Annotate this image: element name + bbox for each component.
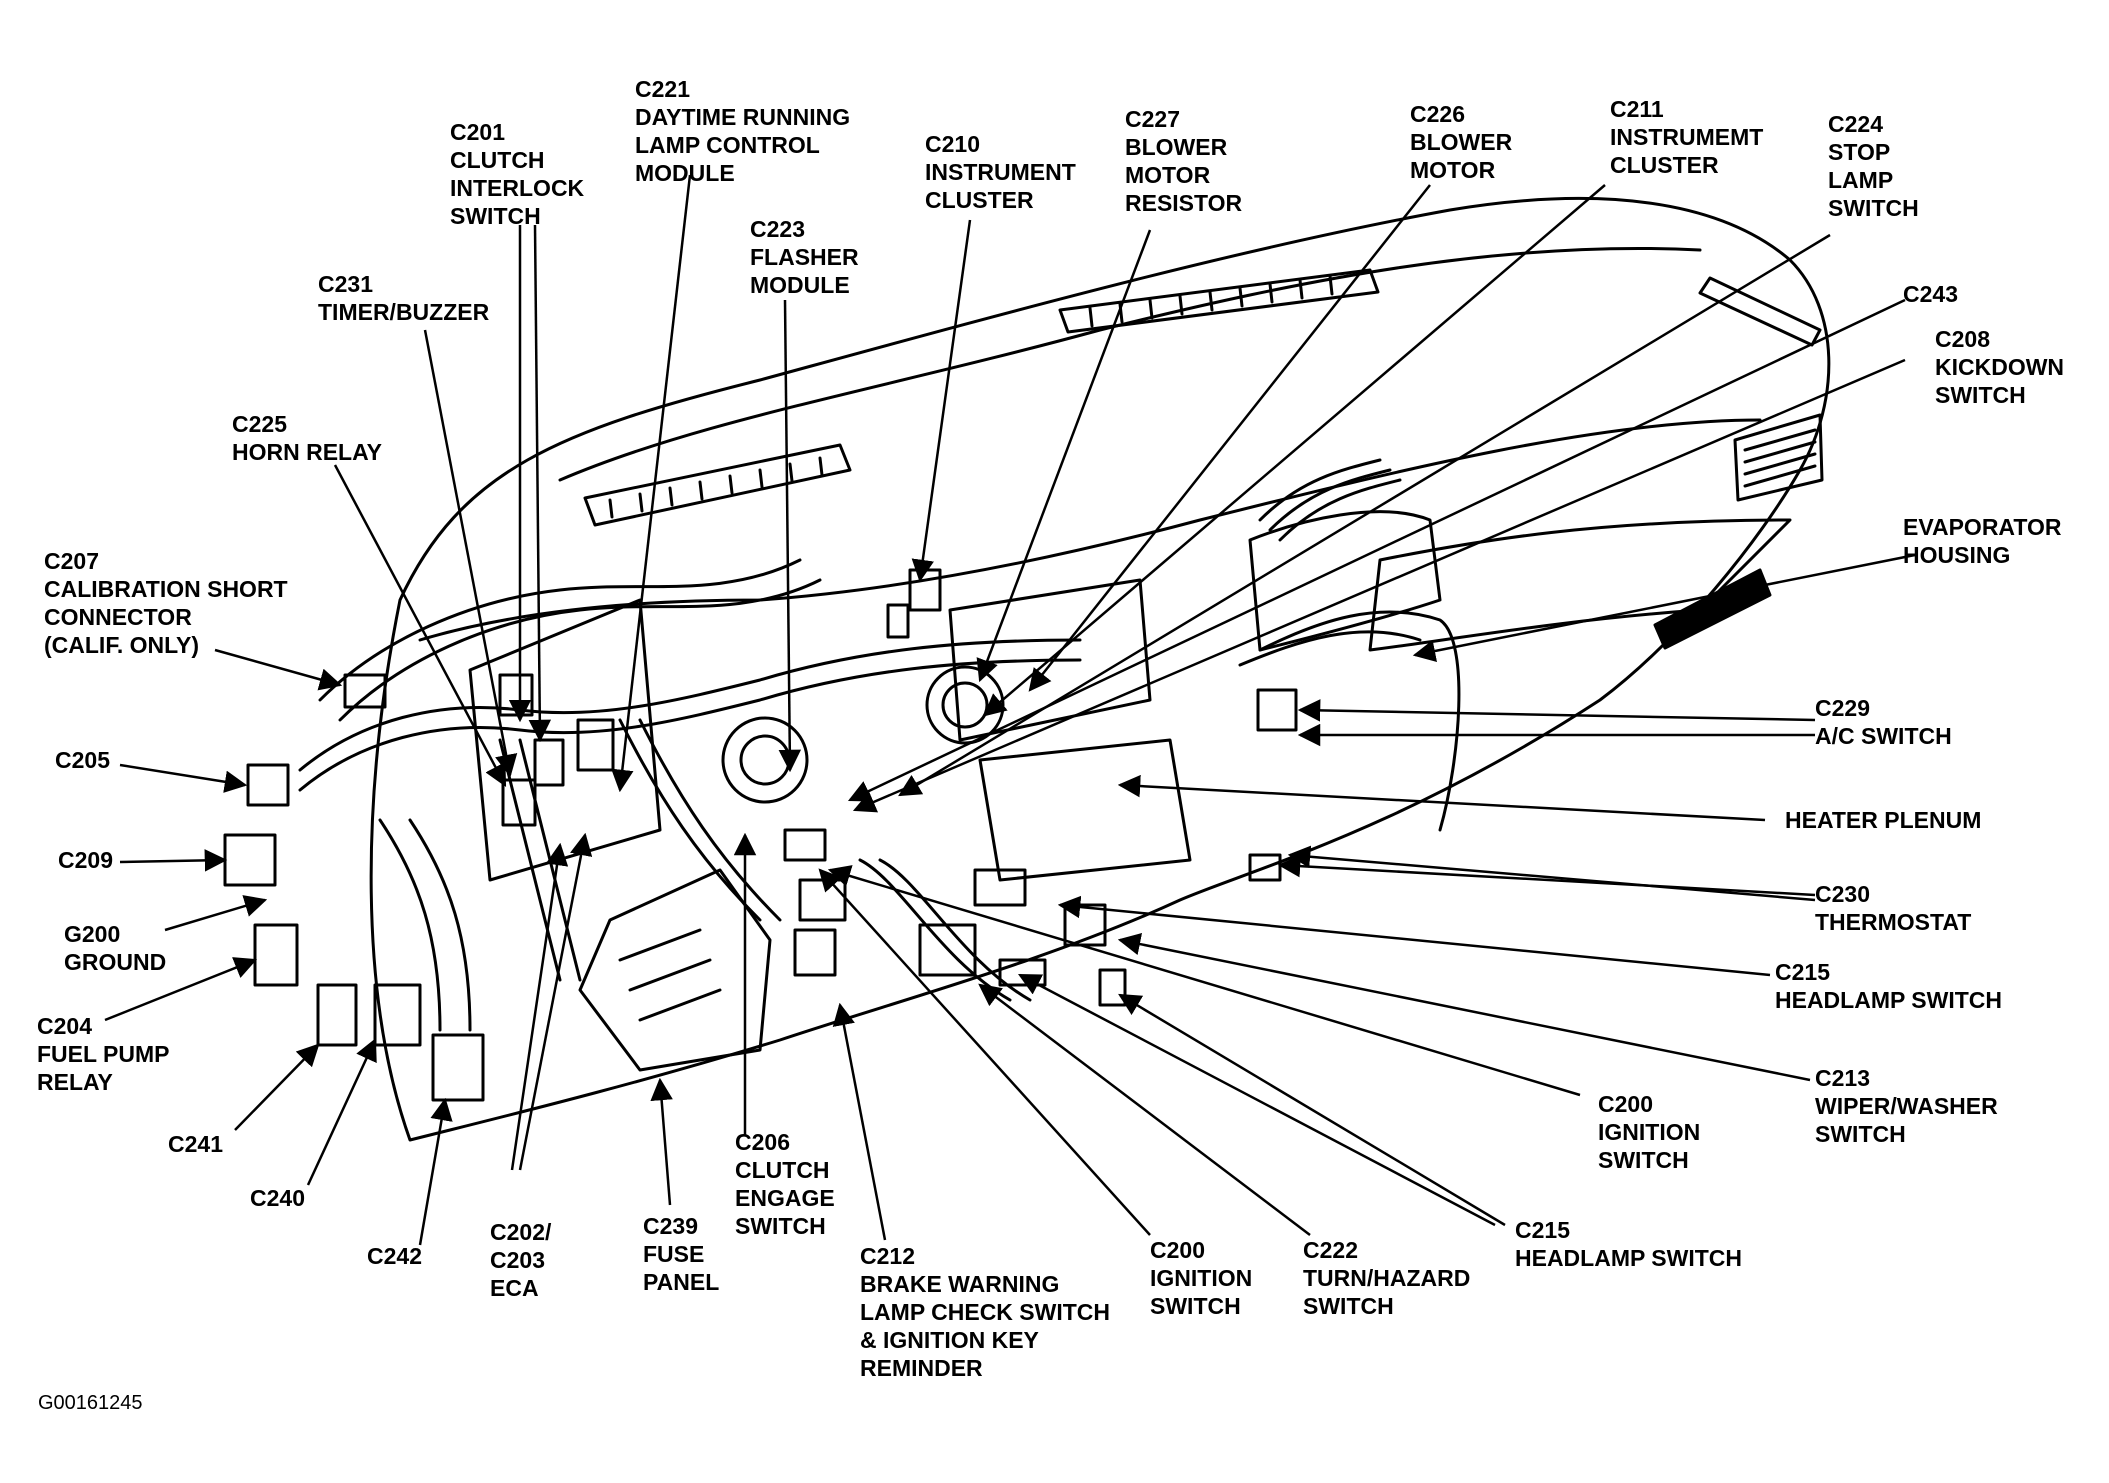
label-c239: C239 FUSE PANEL <box>643 1213 720 1295</box>
label-c215-lower: C215 HEADLAMP SWITCH <box>1515 1217 1743 1271</box>
label-evaporator-housing: EVAPORATOR HOUSING <box>1903 514 2062 568</box>
label-c226: C226 BLOWER MOTOR <box>1410 101 1513 183</box>
side-vent <box>1733 413 1824 502</box>
label-c210: C210 INSTRUMENT CLUSTER <box>925 131 1076 213</box>
label-c204: C204 FUEL PUMP RELAY <box>37 1013 170 1095</box>
label-c209: C209 <box>58 847 113 873</box>
label-c211: C211 INSTRUMEMT CLUSTER <box>1610 96 1764 178</box>
connector-c204 <box>253 923 299 987</box>
label-c205: C205 <box>55 747 110 773</box>
label-c222: C222 TURN/HAZARD SWITCH <box>1303 1237 1471 1319</box>
label-c240: C240 <box>250 1185 305 1211</box>
evaporator-housing <box>1248 510 1442 652</box>
module-plate <box>468 598 662 882</box>
label-c242: C242 <box>367 1243 422 1269</box>
connector-c240 <box>373 983 422 1047</box>
label-c224: C224 STOP LAMP SWITCH <box>1828 111 1919 221</box>
label-c208: C208 KICKDOWN SWITCH <box>1935 326 2065 408</box>
defrost-vent-center <box>1058 268 1380 334</box>
label-c206: C206 CLUTCH ENGAGE SWITCH <box>735 1129 835 1239</box>
defrost-vent-right <box>1698 276 1822 347</box>
label-c230: C230 THERMOSTAT <box>1815 881 1972 935</box>
label-c207: C207 CALIBRATION SHORT CONNECTOR (CALIF.… <box>44 548 288 658</box>
connector-c205 <box>246 763 290 807</box>
leader-lines <box>104 174 1916 1246</box>
label-c221: C221 DAYTIME RUNNING LAMP CONTROL MODULE <box>635 76 851 186</box>
label-c231: C231 TIMER/BUZZER <box>318 271 490 325</box>
label-c202-c203: C202/ C203 ECA <box>490 1219 552 1301</box>
label-c200-right: C200 IGNITION SWITCH <box>1598 1091 1701 1173</box>
figure-id: G00161245 <box>38 1392 143 1414</box>
dash-top-edge <box>558 246 1702 482</box>
connector-c242 <box>431 1033 485 1102</box>
label-heater-plenum: HEATER PLENUM <box>1785 807 1982 833</box>
label-c200-bottom: C200 IGNITION SWITCH <box>1150 1237 1253 1319</box>
label-c225: C225 HORN RELAY <box>232 411 382 465</box>
label-c201: C201 CLUTCH INTERLOCK SWITCH <box>450 119 585 229</box>
label-c213: C213 WIPER/WASHER SWITCH <box>1815 1065 1998 1147</box>
connector-c209 <box>223 833 277 887</box>
defrost-vent-left <box>583 443 852 527</box>
harness-main <box>298 638 1082 772</box>
label-c212: C212 BRAKE WARNING LAMP CHECK SWITCH & I… <box>860 1243 1111 1381</box>
label-c227: C227 BLOWER MOTOR RESISTOR <box>1125 106 1243 216</box>
fuse-panel-box <box>578 868 772 1072</box>
label-c215-upper: C215 HEADLAMP SWITCH <box>1775 959 2003 1013</box>
connector-c241 <box>316 983 358 1047</box>
label-c243: C243 <box>1903 281 1958 307</box>
connector-c207 <box>343 673 387 709</box>
label-c229: C229 A/C SWITCH <box>1815 695 1952 749</box>
heater-plenum <box>948 578 1152 742</box>
glovebox-vent <box>1653 568 1772 650</box>
label-c223: C223 FLASHER MODULE <box>750 216 859 298</box>
label-g200: G200 GROUND <box>64 921 167 975</box>
label-c241: C241 <box>168 1131 223 1157</box>
